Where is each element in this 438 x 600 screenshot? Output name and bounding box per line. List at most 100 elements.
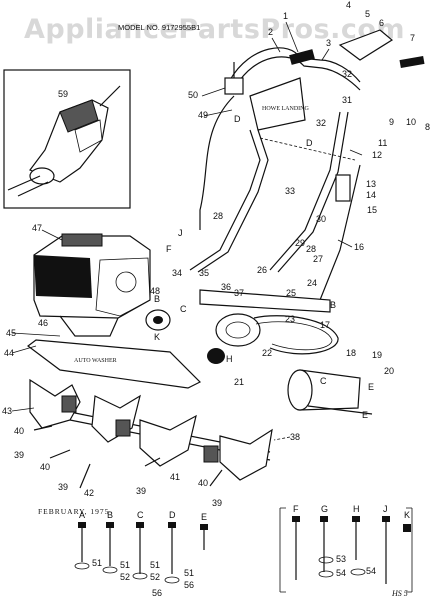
callout-26: 26	[257, 265, 267, 275]
panel-decal: HOWE LANDING	[262, 106, 309, 112]
callout-9: 9	[389, 117, 394, 127]
callout-32b: 32	[316, 118, 326, 128]
hardware-row	[74, 507, 413, 593]
callout-48: 48	[150, 286, 160, 296]
leader-lines	[11, 21, 363, 441]
tine-hub-left	[61, 395, 77, 413]
letter-H: H	[353, 504, 360, 514]
callout-49: 49	[198, 110, 208, 120]
callout-36: 36	[221, 282, 231, 292]
clevis-pin-40a	[33, 425, 53, 431]
tine-right	[219, 428, 273, 481]
callout-38: 38	[290, 432, 300, 442]
letter-C-guard: C	[180, 304, 187, 314]
callout-59: 59	[58, 89, 68, 99]
transmission-axle-hub	[29, 167, 55, 185]
callout-18: 18	[346, 348, 356, 358]
callout-39b: 39	[58, 482, 68, 492]
handle-brace	[319, 164, 361, 301]
callout-28b: 28	[306, 244, 316, 254]
callout-28a: 28	[213, 211, 223, 221]
callout-52a: 52	[150, 572, 160, 582]
clevis-pin-40b	[49, 449, 71, 459]
callout-7: 7	[410, 33, 415, 43]
transmission-inset	[3, 69, 131, 209]
callout-34: 34	[172, 268, 182, 278]
callout-40c: 40	[198, 478, 208, 488]
callout-41: 41	[170, 472, 180, 482]
tine-center	[139, 414, 197, 467]
letter-K-pulley: K	[154, 332, 160, 342]
belt-guard	[199, 289, 331, 313]
handle-bracket-15	[335, 174, 351, 202]
letter-J: J	[383, 504, 388, 514]
drive-components	[145, 289, 339, 364]
callout-13: 13	[366, 179, 376, 189]
belt-cover	[287, 369, 373, 415]
handle-tubes	[189, 111, 361, 301]
callout-47: 47	[32, 223, 42, 233]
callout-56a: 56	[184, 580, 194, 590]
letter-A: A	[79, 510, 85, 520]
callout-42: 42	[84, 488, 94, 498]
callout-25: 25	[286, 288, 296, 298]
callout-45: 45	[6, 328, 16, 338]
letter-C: C	[137, 510, 144, 520]
callout-54a: 54	[336, 568, 346, 578]
callout-4: 4	[346, 0, 351, 10]
corner-mark: HS 5	[391, 589, 408, 598]
handlebar-assembly: HOWE LANDING	[224, 29, 425, 131]
control-panel	[249, 77, 306, 131]
callout-2: 2	[268, 27, 273, 37]
tine-assembly	[29, 378, 273, 489]
letter-K: K	[404, 510, 410, 520]
model-label: MODEL NO. 9172955B1	[118, 23, 200, 32]
letter-G: G	[321, 504, 328, 514]
callout-27: 27	[313, 254, 323, 264]
engine-base	[59, 315, 119, 337]
callout-31: 31	[342, 95, 352, 105]
letter-E-cover: E	[368, 382, 374, 392]
letter-F-mid: F	[166, 244, 172, 254]
left-handle-tube	[189, 129, 261, 271]
callout-6: 6	[379, 18, 384, 28]
callout-20: 20	[384, 366, 394, 376]
callout-30: 30	[316, 214, 326, 224]
callout-10: 10	[406, 117, 416, 127]
callout-1: 1	[283, 11, 288, 21]
callout-44: 44	[4, 348, 14, 358]
shield-plate	[27, 339, 202, 389]
letter-D-right: D	[306, 138, 313, 148]
callout-8: 8	[425, 122, 430, 132]
callout-43: 43	[2, 406, 12, 416]
callout-16: 16	[354, 242, 364, 252]
tine-left-inner	[91, 394, 141, 443]
callout-40b: 40	[40, 462, 50, 472]
callout-24: 24	[307, 278, 317, 288]
callout-54b: 54	[366, 566, 376, 576]
idler-pulley	[207, 348, 225, 364]
engine	[33, 233, 151, 337]
callout-46: 46	[38, 318, 48, 328]
callout-39d: 39	[212, 498, 222, 508]
date-label: FEBRUARY, 1975	[38, 507, 109, 516]
callout-29: 29	[295, 238, 305, 248]
right-handle-tube	[269, 111, 341, 271]
tine-hub-right	[203, 445, 219, 463]
callout-23: 23	[285, 314, 295, 324]
tine-bolt	[79, 463, 91, 489]
callout-52b: 52	[120, 572, 130, 582]
callout-11: 11	[378, 138, 387, 148]
throttle-control	[224, 77, 244, 95]
inset-frame	[3, 69, 131, 209]
shield-decal: AUTO WASHER	[74, 358, 117, 364]
letter-B-pulley: B	[154, 294, 160, 304]
left-hand-grip	[289, 49, 315, 65]
callout-21: 21	[234, 377, 244, 387]
drive-belt	[253, 315, 339, 355]
callout-50: 50	[188, 90, 198, 100]
engine-shroud	[34, 255, 92, 298]
callout-51c: 51	[150, 560, 160, 570]
control-cable	[199, 95, 235, 230]
fuel-tank-cap	[61, 233, 103, 247]
